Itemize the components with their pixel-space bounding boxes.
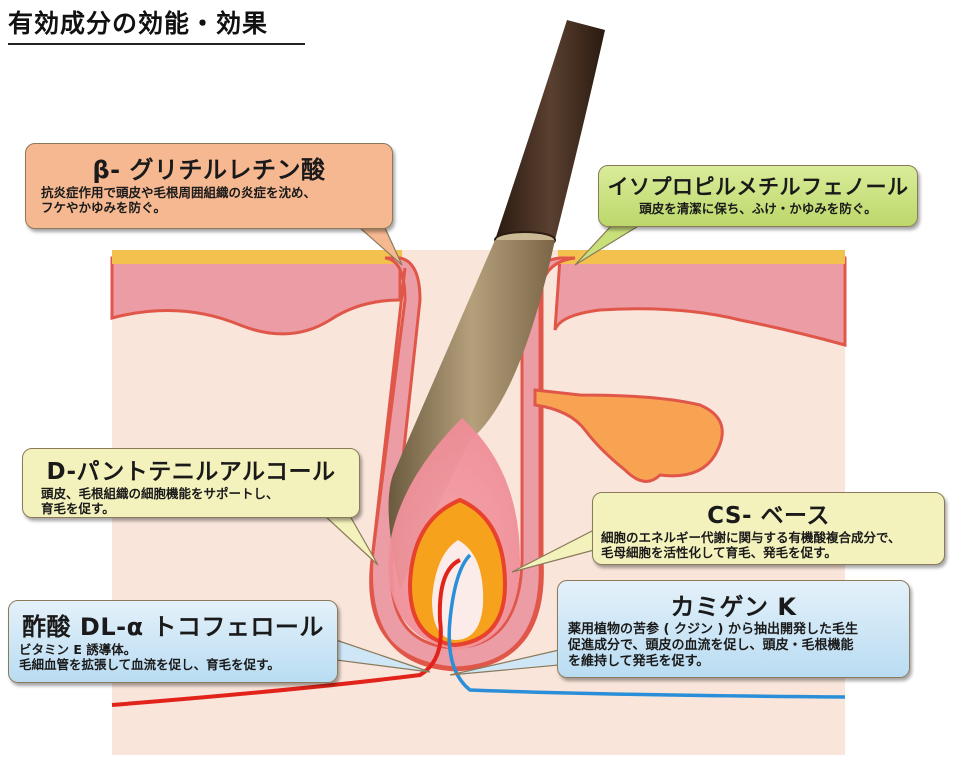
ingredient-desc: 頭皮、毛根組織の細胞機能をサポートし、: [41, 486, 279, 501]
callout-cs-base: CS- ベース 細胞のエネルギー代謝に関与する有機酸複合成分で、 毛母細胞を活性…: [592, 492, 945, 565]
vein: [447, 553, 846, 699]
artery: [111, 558, 461, 707]
ingredient-desc: を維持して発毛を促す。: [568, 654, 710, 669]
callout-beta-glycyrrhetinic-acid: β- グリチルレチン酸 抗炎症作用で頭皮や毛根周囲組織の炎症を沈め、 フケやかゆ…: [25, 143, 393, 229]
ingredient-desc: 毛細血管を拡張して血流を促し、育毛を促す。: [19, 657, 280, 672]
callout-kamigen-k: カミゲン K 薬用植物の苦参 ( クジン ) から抽出開発した毛生 促進成分で、…: [557, 580, 910, 678]
ingredient-desc: 毛母細胞を活性化して育毛、発毛を促す。: [601, 545, 837, 560]
ingredient-desc: 育毛を促す。: [41, 501, 115, 516]
epidermis-right: [553, 256, 847, 347]
ingredient-name: CS- ベース: [707, 503, 830, 529]
sebaceous-gland: [533, 388, 724, 483]
ingredient-desc: 促進成分で、頭皮の血流を促し、頭皮・毛根機能: [568, 638, 854, 653]
ingredient-desc: 細胞のエネルギー代謝に関与する有機酸複合成分で、: [601, 530, 901, 545]
ingredient-name: β- グリチルレチン酸: [92, 156, 326, 184]
skin-surface: [112, 250, 402, 264]
ingredient-desc: 頭皮を清潔に保ち、ふけ・かゆみを防ぐ。: [639, 201, 877, 216]
ingredient-desc: ビタミン E 誘導体。: [19, 642, 137, 657]
callout-tocopherol-acetate: 酢酸 DL-α トコフェロール ビタミン E 誘導体。 毛細血管を拡張して血流を…: [8, 600, 338, 683]
epidermis-left: [110, 256, 402, 336]
ingredient-name: イソプロピルメチルフェノール: [607, 175, 909, 199]
ingredient-name: カミゲン K: [670, 593, 797, 621]
ingredient-name: 酢酸 DL-α トコフェロール: [22, 613, 324, 641]
ingredient-desc: フケやかゆみを防ぐ。: [41, 200, 167, 215]
skin-surface: [558, 250, 845, 264]
ingredient-name: D-パントテニルアルコール: [46, 459, 336, 485]
callout-isopropylmethylphenol: イソプロピルメチルフェノール 頭皮を清潔に保ち、ふけ・かゆみを防ぐ。: [598, 165, 918, 227]
ingredient-desc: 抗炎症作用で頭皮や毛根周囲組織の炎症を沈め、: [41, 185, 317, 200]
hair-shaft: [495, 20, 605, 240]
callout-d-panthenyl-alcohol: D-パントテニルアルコール 頭皮、毛根組織の細胞機能をサポートし、 育毛を促す。: [22, 448, 360, 518]
ingredient-desc: 薬用植物の苦参 ( クジン ) から抽出開発した毛生: [568, 622, 858, 637]
page-title: 有効成分の効能・効果: [8, 4, 305, 45]
